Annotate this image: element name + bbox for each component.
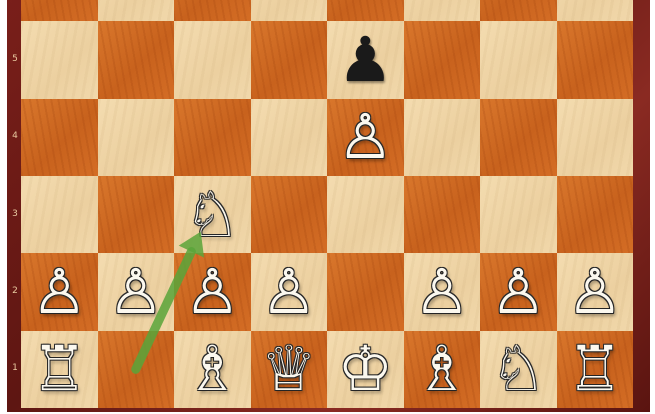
- square-h4[interactable]: [557, 99, 634, 176]
- white-pawn-b2[interactable]: ♙: [98, 253, 175, 330]
- square-a5[interactable]: [21, 21, 98, 98]
- white-pawn-c2[interactable]: ♙: [174, 253, 251, 330]
- rank-label-1: 1: [10, 363, 20, 373]
- square-a6[interactable]: [21, 0, 98, 21]
- square-c4[interactable]: [174, 99, 251, 176]
- white-pawn-h2[interactable]: ♙: [557, 253, 634, 330]
- square-g4[interactable]: [480, 99, 557, 176]
- rank-label-5: 5: [10, 54, 20, 64]
- white-bishop-c1[interactable]: ♗: [174, 331, 251, 408]
- square-f6[interactable]: [404, 0, 481, 21]
- square-d6[interactable]: [251, 0, 328, 21]
- square-a3[interactable]: [21, 176, 98, 253]
- square-h6[interactable]: [557, 0, 634, 21]
- square-b6[interactable]: [98, 0, 175, 21]
- square-g5[interactable]: [480, 21, 557, 98]
- square-a4[interactable]: [21, 99, 98, 176]
- square-g6[interactable]: [480, 0, 557, 21]
- white-knight-c3[interactable]: ♘: [174, 176, 251, 253]
- square-f3[interactable]: [404, 176, 481, 253]
- square-f5[interactable]: [404, 21, 481, 98]
- square-e2[interactable]: [327, 253, 404, 330]
- square-h3[interactable]: [557, 176, 634, 253]
- square-b3[interactable]: [98, 176, 175, 253]
- square-b4[interactable]: [98, 99, 175, 176]
- square-h5[interactable]: [557, 21, 634, 98]
- white-knight-g1[interactable]: ♘: [480, 331, 557, 408]
- square-b5[interactable]: [98, 21, 175, 98]
- chess-board[interactable]: ♟♙♘♙♙♙♙♙♙♙♖♗♕♔♗♘♖: [21, 0, 633, 408]
- white-pawn-a2[interactable]: ♙: [21, 253, 98, 330]
- square-e3[interactable]: [327, 176, 404, 253]
- white-pawn-d2[interactable]: ♙: [251, 253, 328, 330]
- square-c6[interactable]: [174, 0, 251, 21]
- square-f4[interactable]: [404, 99, 481, 176]
- white-rook-h1[interactable]: ♖: [557, 331, 634, 408]
- rank-label-3: 3: [10, 209, 20, 219]
- square-b1[interactable]: [98, 331, 175, 408]
- white-pawn-f2[interactable]: ♙: [404, 253, 481, 330]
- rank-label-4: 4: [10, 131, 20, 141]
- white-pawn-g2[interactable]: ♙: [480, 253, 557, 330]
- white-bishop-f1[interactable]: ♗: [404, 331, 481, 408]
- square-g3[interactable]: [480, 176, 557, 253]
- black-pawn-e5[interactable]: ♟: [327, 21, 404, 98]
- white-pawn-e4[interactable]: ♙: [327, 99, 404, 176]
- square-d4[interactable]: [251, 99, 328, 176]
- rank-label-2: 2: [10, 286, 20, 296]
- square-d3[interactable]: [251, 176, 328, 253]
- square-d5[interactable]: [251, 21, 328, 98]
- white-rook-a1[interactable]: ♖: [21, 331, 98, 408]
- white-king-e1[interactable]: ♔: [327, 331, 404, 408]
- square-c5[interactable]: [174, 21, 251, 98]
- square-e6[interactable]: [327, 0, 404, 21]
- white-queen-d1[interactable]: ♕: [251, 331, 328, 408]
